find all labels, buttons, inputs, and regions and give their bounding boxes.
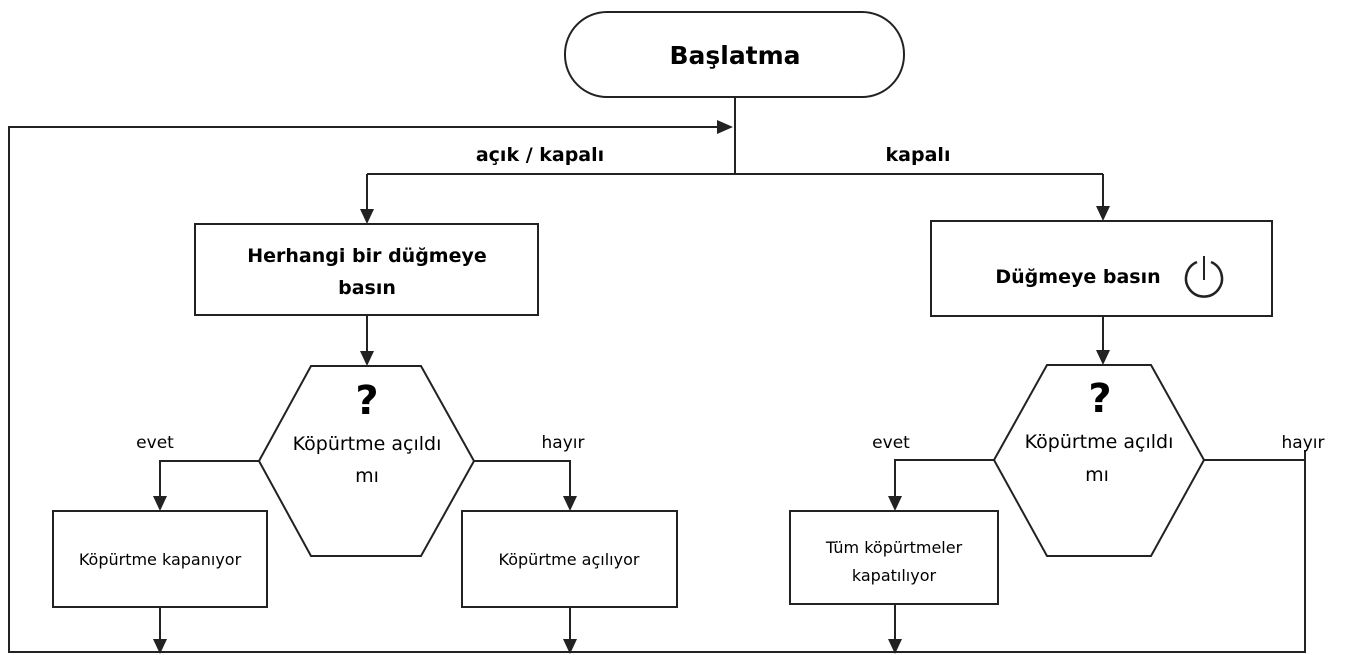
left-yes-arrowhead xyxy=(153,496,167,511)
left-no-result-arrowhead xyxy=(563,639,577,654)
right-yes-result-box xyxy=(789,510,999,605)
left-decision-arrowhead xyxy=(360,351,374,366)
left-no-result-box xyxy=(461,510,678,608)
right-action-box xyxy=(930,220,1273,317)
left-yes-result-label: Köpürtme kapanıyor xyxy=(79,550,242,569)
right-branch-arrowhead xyxy=(1096,206,1110,221)
start-label: Başlatma xyxy=(669,41,800,70)
right-yes-result-arrowhead xyxy=(888,639,902,654)
right-yes-label: evet xyxy=(872,433,910,453)
right-yes-connector xyxy=(894,459,994,498)
left-no-arrowhead xyxy=(563,496,577,511)
left-yes-result-box xyxy=(52,510,268,608)
right-branch-label: kapalı xyxy=(886,144,951,166)
loop-back-arrowhead xyxy=(717,120,733,134)
right-question-mark: ? xyxy=(1088,376,1111,422)
right-action-label: Düğmeye basın xyxy=(995,266,1160,288)
left-branch-arrowhead xyxy=(360,209,374,224)
right-no-label: hayır xyxy=(1282,433,1325,453)
left-no-result-label: Köpürtme açılıyor xyxy=(499,550,640,569)
left-question-mark: ? xyxy=(355,378,378,424)
left-no-label: hayır xyxy=(542,433,585,453)
left-yes-connector xyxy=(159,460,259,498)
left-action-line2: basın xyxy=(338,277,396,299)
right-decision-line1: Köpürtme açıldı xyxy=(1025,431,1174,453)
right-yes-result-line2: kapatılıyor xyxy=(852,566,937,585)
right-yes-arrowhead xyxy=(888,496,902,511)
left-action-line1: Herhangi bir düğmeye xyxy=(247,245,487,267)
loop-back-connector xyxy=(8,126,1306,653)
power-icon xyxy=(1184,256,1224,298)
left-no-connector xyxy=(474,460,571,498)
left-action-box xyxy=(194,223,539,316)
right-decision-line2: mı xyxy=(1085,464,1109,486)
left-decision-line1: Köpürtme açıldı xyxy=(293,433,442,455)
right-yes-result-line1: Tüm köpürtmeler xyxy=(825,538,963,557)
left-yes-label: evet xyxy=(136,433,174,453)
right-decision-arrowhead xyxy=(1096,350,1110,365)
left-branch-label: açık / kapalı xyxy=(476,144,604,166)
left-decision-line2: mı xyxy=(355,465,379,487)
left-yes-result-arrowhead xyxy=(153,639,167,654)
